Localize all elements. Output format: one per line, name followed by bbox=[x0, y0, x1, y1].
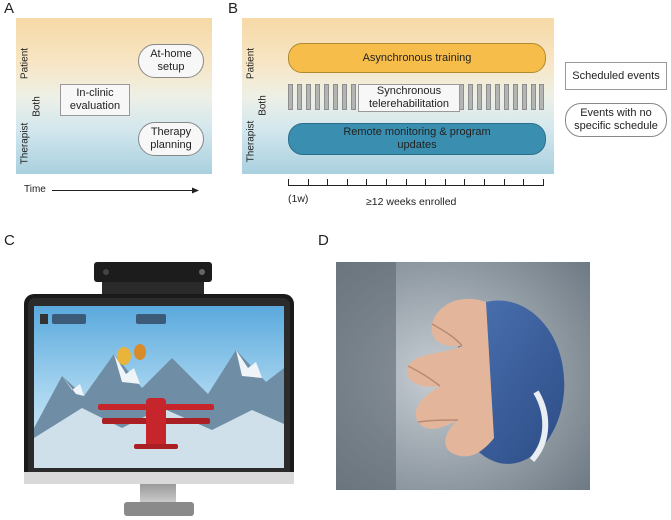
week-tick bbox=[386, 179, 387, 186]
legend-scheduled-label: Scheduled events bbox=[572, 69, 660, 82]
in-clinic-evaluation-box: In-clinic evaluation bbox=[60, 84, 130, 116]
panel-b-background: Patient Both Therapist Asynchronous trai… bbox=[242, 18, 554, 174]
session-marker bbox=[522, 84, 527, 110]
week-tick bbox=[425, 179, 427, 186]
tick-unit-label: (1w) bbox=[288, 193, 309, 205]
week-tick bbox=[288, 179, 289, 186]
legend-scheduled-events: Scheduled events bbox=[565, 62, 667, 90]
hand-holding-device-icon bbox=[336, 262, 590, 490]
row-label-patient: Patient bbox=[19, 47, 31, 80]
motion-sensor-icon bbox=[94, 262, 212, 282]
session-marker bbox=[477, 84, 482, 110]
week-tick bbox=[523, 179, 525, 186]
monitor-stand bbox=[140, 484, 176, 504]
panel-c-monitor-illustration bbox=[24, 262, 294, 516]
panel-label-c: C bbox=[4, 232, 15, 249]
week-tick bbox=[405, 179, 407, 186]
timeline-line bbox=[288, 185, 544, 186]
session-marker bbox=[315, 84, 320, 110]
time-axis-label: Time bbox=[24, 184, 46, 195]
weeks-timeline-axis bbox=[288, 177, 544, 189]
session-marker bbox=[468, 84, 473, 110]
legend-unscheduled-events: Events with no specific schedule bbox=[565, 103, 667, 137]
week-tick bbox=[503, 179, 505, 186]
session-marker bbox=[306, 84, 311, 110]
row-label-both: Both bbox=[257, 95, 269, 116]
week-tick bbox=[366, 179, 368, 186]
session-marker bbox=[324, 84, 329, 110]
session-marker bbox=[539, 84, 544, 110]
remote-monitoring-label: Remote monitoring & program updates bbox=[343, 126, 491, 151]
panel-label-b: B bbox=[228, 0, 239, 17]
session-marker bbox=[495, 84, 500, 110]
session-marker bbox=[288, 84, 293, 110]
week-tick bbox=[484, 179, 485, 186]
week-tick bbox=[307, 179, 309, 186]
week-tick bbox=[543, 179, 544, 186]
session-marker bbox=[504, 84, 509, 110]
week-tick bbox=[327, 179, 329, 186]
session-marker bbox=[333, 84, 338, 110]
time-arrow-icon bbox=[52, 187, 199, 194]
row-label-both: Both bbox=[31, 96, 43, 117]
asynchronous-training-label: Asynchronous training bbox=[362, 51, 472, 64]
panel-d-photo bbox=[336, 262, 590, 490]
session-marker bbox=[486, 84, 491, 110]
legend-unscheduled-label: Events with no specific schedule bbox=[574, 107, 658, 132]
week-tick bbox=[346, 179, 348, 186]
therapy-planning-box: Therapy planning bbox=[138, 122, 204, 156]
at-home-setup-label: At-home setup bbox=[150, 48, 192, 73]
panel-label-d: D bbox=[318, 232, 329, 249]
row-label-therapist: Therapist bbox=[245, 120, 257, 163]
panel-label-a: A bbox=[4, 0, 15, 17]
at-home-setup-box: At-home setup bbox=[138, 44, 204, 78]
session-marker bbox=[513, 84, 518, 110]
session-marker bbox=[351, 84, 356, 110]
synchronous-telerehabilitation-box: Synchronous telerehabilitation bbox=[358, 84, 460, 112]
asynchronous-training-bar: Asynchronous training bbox=[288, 43, 546, 73]
row-label-patient: Patient bbox=[245, 47, 257, 80]
week-tick bbox=[464, 179, 466, 186]
row-label-therapist: Therapist bbox=[19, 122, 31, 165]
synchronous-telerehabilitation-label: Synchronous telerehabilitation bbox=[368, 85, 450, 110]
session-marker bbox=[297, 84, 302, 110]
remote-monitoring-bar: Remote monitoring & program updates bbox=[288, 123, 546, 155]
enrolled-duration-label: ≥12 weeks enrolled bbox=[366, 196, 457, 208]
week-tick bbox=[444, 179, 446, 186]
in-clinic-evaluation-label: In-clinic evaluation bbox=[69, 87, 121, 112]
panel-a-background: Patient Both Therapist In-clinic evaluat… bbox=[16, 18, 212, 174]
session-marker bbox=[531, 84, 536, 110]
therapy-planning-label: Therapy planning bbox=[150, 126, 192, 151]
session-marker bbox=[342, 84, 347, 110]
